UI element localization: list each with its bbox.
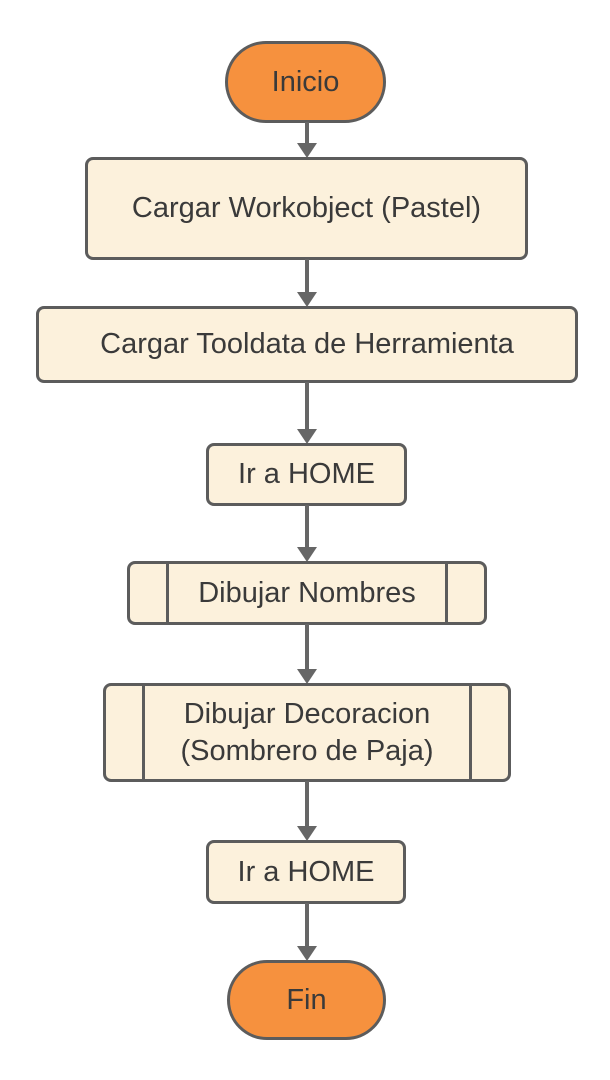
connector-arrow bbox=[297, 382, 317, 444]
arrow-stem bbox=[305, 382, 309, 429]
node-label: Dibujar Nombres bbox=[198, 576, 416, 609]
arrowhead-icon bbox=[297, 292, 317, 307]
connector-arrow bbox=[297, 259, 317, 307]
node-label: Cargar Tooldata de Herramienta bbox=[100, 328, 514, 361]
arrow-stem bbox=[305, 505, 309, 547]
node-label: Dibujar Decoracion (Sombrero de Paja) bbox=[180, 698, 434, 767]
arrowhead-icon bbox=[297, 669, 317, 684]
node-label: Inicio bbox=[271, 65, 340, 98]
node-process-cargar-workobject: Cargar Workobject (Pastel) bbox=[85, 157, 528, 260]
arrow-stem bbox=[305, 624, 309, 669]
predefined-process-bar-left bbox=[166, 564, 169, 622]
node-start-inicio: Inicio bbox=[225, 41, 386, 123]
node-predefined-dibujar-decoracion: Dibujar Decoracion (Sombrero de Paja) bbox=[103, 683, 511, 782]
arrow-stem bbox=[305, 259, 309, 292]
node-process-ir-a-home-1: Ir a HOME bbox=[206, 443, 407, 506]
arrowhead-icon bbox=[297, 946, 317, 961]
node-process-ir-a-home-2: Ir a HOME bbox=[206, 840, 406, 904]
connector-arrow bbox=[297, 781, 317, 841]
connector-arrow bbox=[297, 505, 317, 562]
predefined-process-bar-right bbox=[469, 686, 472, 779]
node-label: Fin bbox=[286, 983, 327, 1016]
node-label: Cargar Workobject (Pastel) bbox=[131, 192, 482, 225]
predefined-process-bar-left bbox=[142, 686, 145, 779]
arrowhead-icon bbox=[297, 826, 317, 841]
arrowhead-icon bbox=[297, 429, 317, 444]
arrowhead-icon bbox=[297, 143, 317, 158]
connector-arrow bbox=[297, 624, 317, 684]
node-end-fin: Fin bbox=[227, 960, 386, 1040]
connector-arrow bbox=[297, 903, 317, 961]
arrow-stem bbox=[305, 122, 309, 143]
node-label: Ir a HOME bbox=[237, 855, 375, 888]
arrow-stem bbox=[305, 781, 309, 826]
node-predefined-dibujar-nombres: Dibujar Nombres bbox=[127, 561, 487, 625]
node-process-cargar-tooldata: Cargar Tooldata de Herramienta bbox=[36, 306, 578, 383]
predefined-process-bar-right bbox=[445, 564, 448, 622]
arrow-stem bbox=[305, 903, 309, 946]
node-label: Ir a HOME bbox=[238, 458, 375, 491]
arrowhead-icon bbox=[297, 547, 317, 562]
connector-arrow bbox=[297, 122, 317, 158]
